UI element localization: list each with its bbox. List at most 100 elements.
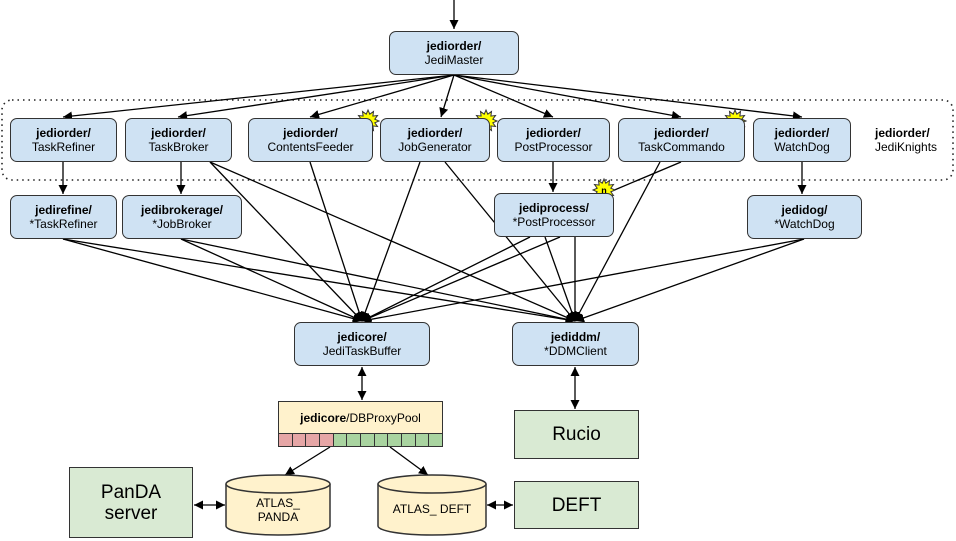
jedimaster-class: JediMaster [424, 53, 484, 67]
pool-connection-busy [279, 434, 293, 446]
edge-pool-to-atlas-deft [389, 446, 429, 476]
edge-jedidog-to-jedicore [361, 238, 805, 324]
jediddm-client-node: jediddm/ *DDMClient [512, 322, 639, 366]
knight-contentsfeeder-node: jediorder/ ContentsFeeder [248, 118, 373, 162]
edge-jedibrokerage-to-jedicore [180, 238, 363, 322]
knight-taskbroker-node: jediorder/ TaskBroker [125, 118, 232, 162]
plugin-jedirefine-node: jedirefine/ *TaskRefiner [10, 195, 117, 239]
knight-postprocessor-node: jediorder/ PostProcessor [497, 118, 610, 162]
edge-jedirefine-to-jediddm [62, 238, 576, 325]
knight-class: TaskRefiner [31, 140, 96, 154]
edge-master-to-taskbroker [177, 74, 455, 121]
edge-jediprocess-to-jediddm [544, 236, 577, 322]
pool-connection-free [402, 434, 416, 446]
knight-module: jediorder/ [774, 126, 830, 140]
db-atlas-deft-label: ATLAS_ DEFT [378, 502, 486, 516]
plugin-module: jedidog/ [781, 203, 828, 217]
pool-connection-free [347, 434, 362, 446]
plugin-class: *JobBroker [152, 217, 212, 231]
jedicore-taskbuffer-node: jedicore/ JediTaskBuffer [294, 322, 430, 366]
jedimaster-node: jediorder/ JediMaster [389, 31, 519, 75]
db-panda-line2: PANDA [257, 510, 299, 524]
knight-module: jediorder/ [151, 126, 206, 140]
db-atlas-deft [377, 474, 487, 536]
panda-server-line2: server [104, 502, 158, 524]
edge-pool-to-atlas-panda [284, 446, 331, 476]
edge-taskcommando-to-jediprocess [604, 161, 682, 195]
knight-class: ContentsFeeder [267, 140, 354, 154]
edge-jobgenerator-to-jediddm [444, 161, 576, 322]
plugin-jedidog-node: jedidog/ *WatchDog [747, 195, 862, 239]
edge-master-to-postprocessor [453, 74, 554, 118]
pool-connection-free [374, 434, 389, 446]
badge-letter: n [601, 186, 607, 196]
plugin-module: jedibrokerage/ [140, 203, 224, 217]
pool-connection-free [429, 434, 443, 446]
pool-connection-free [361, 434, 375, 446]
plugin-jediprocess-node: jediprocess/ *PostProcessor [494, 193, 614, 237]
ddm-class: *DDMClient [544, 344, 607, 358]
edge-jedidog-to-jediddm [574, 238, 805, 323]
knight-class: JobGenerator [398, 140, 472, 154]
knight-module: jediorder/ [283, 126, 338, 140]
jediknights-module: jediorder/ [875, 126, 930, 140]
plugin-module: jedirefine/ [35, 203, 92, 217]
edge-taskbroker-to-jediddm [209, 161, 576, 322]
knight-module: jediorder/ [526, 126, 581, 140]
jedimaster-module: jediorder/ [426, 39, 482, 53]
plugin-jedibrokerage-node: jedibrokerage/ *JobBroker [122, 195, 242, 239]
edge-master-to-jobgenerator [439, 74, 455, 118]
pool-connection-free [415, 434, 430, 446]
db-deft-text: ATLAS_ DEFT [392, 502, 472, 516]
edge-master-to-taskcommando [453, 74, 682, 120]
edge-jediprocess-to-jedicore [361, 236, 531, 322]
panda-server-line1: PanDA [100, 481, 162, 503]
panda-server-node: PanDA server [69, 467, 193, 538]
pool-connection-busy [320, 434, 334, 446]
edge-taskbroker-to-jedicore [209, 161, 363, 322]
knight-module: jediorder/ [36, 126, 91, 140]
pool-connection-free [388, 434, 403, 446]
edge-jediprocess-to-jedicore [361, 236, 561, 322]
edge-taskcommando-to-jediddm [574, 161, 661, 322]
ddm-module: jediddm/ [550, 330, 601, 344]
dbproxypool-module: jedicore [300, 410, 347, 425]
dbproxypool-title: jedicore/DBProxyPool [278, 401, 443, 433]
pool-connection-busy [306, 434, 321, 446]
plugin-class: *PostProcessor [512, 215, 596, 229]
dbproxypool: jedicore/DBProxyPool [278, 401, 443, 447]
edge-contentsfeeder-to-jedicore [309, 161, 364, 322]
pool-connection-busy [292, 434, 307, 446]
knight-module: jediorder/ [407, 126, 463, 140]
pool-connection-free [333, 434, 348, 446]
rucio-label: Rucio [552, 424, 601, 445]
knight-class: WatchDog [774, 140, 830, 154]
plugin-class: *WatchDog [774, 217, 835, 231]
deft-label: DEFT [551, 494, 602, 516]
knight-taskrefiner-node: jediorder/ TaskRefiner [10, 118, 117, 162]
edge-master-to-watchdog [453, 74, 803, 121]
edge-jedirefine-to-jedicore [62, 238, 363, 323]
plugin-module: jediprocess/ [518, 201, 590, 215]
db-atlas-panda [225, 474, 331, 536]
knight-taskcommando-node: jediorder/ TaskCommando [618, 118, 745, 162]
knight-jobgenerator-node: jediorder/ JobGenerator [380, 118, 490, 162]
knight-class: PostProcessor [514, 140, 593, 154]
db-panda-line1: ATLAS_ [256, 496, 300, 510]
knight-class: TaskCommando [638, 140, 725, 154]
db-atlas-panda-label: ATLAS_ PANDA [226, 496, 330, 524]
rucio-node: Rucio [514, 410, 639, 459]
dbproxypool-class: /DBProxyPool [346, 410, 421, 425]
core-module: jedicore/ [337, 330, 387, 344]
jediknights-label: jediorder/ JediKnights [875, 126, 950, 154]
knight-module: jediorder/ [654, 126, 709, 140]
knight-watchdog-node: jediorder/ WatchDog [753, 118, 851, 162]
edge-master-to-contentsfeeder [309, 74, 455, 119]
deft-node: DEFT [514, 481, 639, 529]
knight-class: TaskBroker [148, 140, 209, 154]
edge-master-to-taskrefiner [62, 74, 455, 121]
jediknights-class: JediKnights [875, 140, 938, 154]
core-class: JediTaskBuffer [322, 344, 402, 358]
plugin-class: *TaskRefiner [29, 217, 98, 231]
